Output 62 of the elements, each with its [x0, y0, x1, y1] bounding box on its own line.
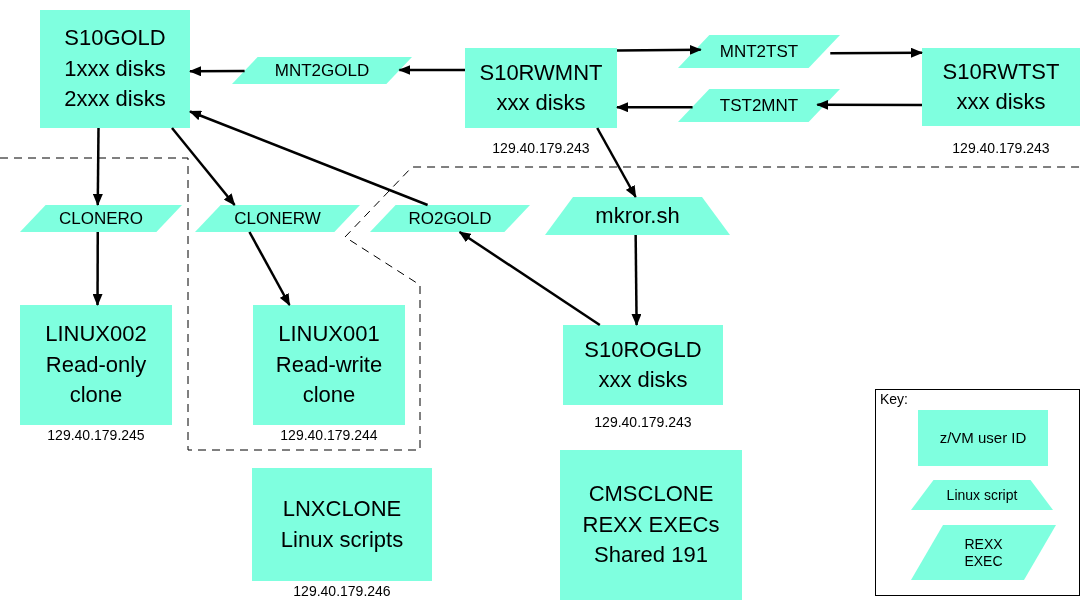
arrow — [248, 231, 291, 306]
rexx-exec-parallelogram — [911, 525, 1056, 580]
rexx-exec-parallelogram — [232, 57, 412, 84]
node-label: REXX EXECs — [582, 510, 720, 539]
node-label: CLONERW — [234, 207, 321, 230]
arrow — [816, 99, 922, 110]
node-label: 2xxx disks — [64, 85, 166, 114]
node-label: xxx disks — [496, 89, 586, 117]
node-label: Linux script — [946, 486, 1018, 504]
node-label: REXX EXEC — [963, 536, 1004, 569]
node-label: S10RWTST — [942, 57, 1060, 86]
user-id-box — [40, 10, 190, 128]
node-label: z/VM user ID — [939, 429, 1027, 447]
rexx-exec-parallelogram — [195, 205, 360, 232]
node-label: Linux scripts — [280, 525, 404, 554]
arrow — [830, 47, 923, 58]
arrow — [189, 66, 245, 77]
key-box — [875, 389, 1080, 596]
node-label: LINUX002 — [45, 320, 147, 349]
ip-address-label: 129.40.179.243 — [951, 140, 1051, 156]
node-label: xxx disks — [598, 366, 688, 394]
ip-address-label: 129.40.179.243 — [593, 414, 693, 430]
arrow — [616, 102, 693, 113]
ip-address-label: 129.40.179.245 — [46, 427, 146, 443]
arrow — [92, 232, 103, 306]
node-label: LINUX001 — [278, 320, 380, 349]
ip-address-label: 129.40.179.246 — [292, 583, 392, 599]
node-label: LNXCLONE — [282, 495, 402, 524]
rexx-exec-parallelogram — [678, 35, 840, 68]
node-label: 1xxx disks — [64, 54, 166, 83]
user-id-box — [918, 410, 1048, 466]
node-label: CMSCLONE — [588, 480, 714, 509]
linux-script-trapezoid — [545, 197, 730, 235]
node-label: MNT2GOLD — [274, 59, 370, 82]
node-label: S10GOLD — [64, 24, 166, 53]
node-label: Read-write clone — [274, 350, 384, 410]
arrow — [458, 230, 601, 327]
node-label: S10RWMNT — [479, 58, 603, 87]
node-label: MNT2TST — [719, 40, 799, 63]
arrow — [398, 64, 465, 75]
node-label: mkror.sh — [595, 201, 680, 230]
user-id-box — [560, 450, 742, 600]
node-label: S10ROGLD — [584, 335, 702, 364]
key-heading: Key: — [880, 392, 908, 408]
node-label: CLONERO — [58, 207, 144, 230]
ip-address-label: 129.40.179.243 — [491, 140, 591, 156]
arrow — [617, 44, 702, 55]
arrow — [171, 127, 236, 206]
linux-script-trapezoid — [911, 480, 1053, 510]
rexx-exec-parallelogram — [370, 205, 530, 232]
node-label: Read-only clone — [44, 350, 148, 410]
arrow — [631, 235, 642, 326]
node-label: Shared 191 — [594, 541, 708, 570]
rexx-exec-parallelogram — [678, 89, 840, 122]
arrow — [596, 127, 637, 198]
rexx-exec-parallelogram — [20, 205, 182, 232]
node-label: TST2MNT — [719, 94, 799, 117]
arrow — [92, 128, 103, 206]
arrow — [189, 110, 429, 207]
ip-address-label: 129.40.179.244 — [279, 427, 379, 443]
node-label: xxx disks — [956, 88, 1046, 116]
node-label: RO2GOLD — [408, 207, 492, 230]
